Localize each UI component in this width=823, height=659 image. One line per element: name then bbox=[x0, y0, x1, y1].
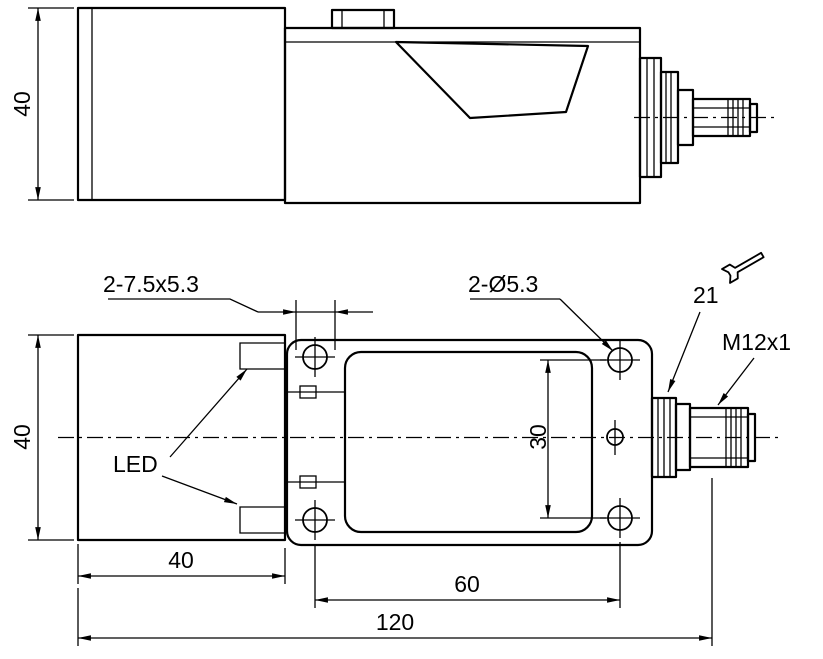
label-flange-length: 21 bbox=[693, 282, 719, 308]
dim-head-width: 40 bbox=[77, 544, 286, 584]
wrench-icon bbox=[721, 251, 765, 284]
dim-slot-size: 2-7.5x5.3 bbox=[103, 271, 373, 350]
label-led: LED bbox=[113, 451, 158, 477]
plan-view-inner-plate bbox=[343, 350, 594, 534]
plan-view-head bbox=[76, 333, 287, 542]
side-view-body bbox=[283, 8, 642, 205]
plan-view: 40 2-7.5x5.3 2-Ø5.3 21 M12x1 bbox=[9, 251, 791, 646]
led-callout: LED bbox=[113, 368, 248, 505]
side-view-connector bbox=[634, 56, 776, 179]
dim-overall-length-text: 120 bbox=[376, 609, 414, 635]
mounting-holes bbox=[600, 340, 640, 538]
plan-view-connector bbox=[650, 396, 757, 479]
led-window-bottom bbox=[239, 506, 285, 534]
mounting-tab bbox=[330, 8, 396, 30]
dim-side-height: 40 bbox=[9, 7, 74, 201]
dim-head-height: 40 bbox=[9, 334, 74, 541]
dim-slot-to-hole: 60 bbox=[314, 542, 621, 608]
dim-hole-spacing-text: 30 bbox=[525, 424, 551, 450]
dim-side-height-text: 40 bbox=[9, 91, 35, 117]
label-thread-size: M12x1 bbox=[722, 329, 791, 355]
dim-thread-size: M12x1 bbox=[717, 329, 791, 406]
dim-slot-to-hole-text: 60 bbox=[454, 571, 480, 597]
dim-overall-length: 120 bbox=[77, 478, 713, 646]
dim-head-width-text: 40 bbox=[168, 547, 194, 573]
dim-head-height-text: 40 bbox=[9, 424, 35, 450]
dim-hole-spacing: 30 bbox=[525, 359, 606, 519]
side-view-head bbox=[76, 6, 287, 202]
led-window-top bbox=[239, 342, 285, 370]
dim-flange-length: 21 bbox=[667, 282, 719, 393]
clamp-wedge bbox=[394, 40, 590, 120]
label-slot-size: 2-7.5x5.3 bbox=[103, 271, 199, 297]
center-hole bbox=[606, 420, 624, 455]
plan-view-plate bbox=[285, 338, 654, 547]
mounting-slots bbox=[295, 337, 335, 540]
dim-hole-size: 2-Ø5.3 bbox=[468, 271, 614, 352]
side-view: 40 bbox=[9, 6, 776, 205]
label-hole-size: 2-Ø5.3 bbox=[468, 271, 538, 297]
